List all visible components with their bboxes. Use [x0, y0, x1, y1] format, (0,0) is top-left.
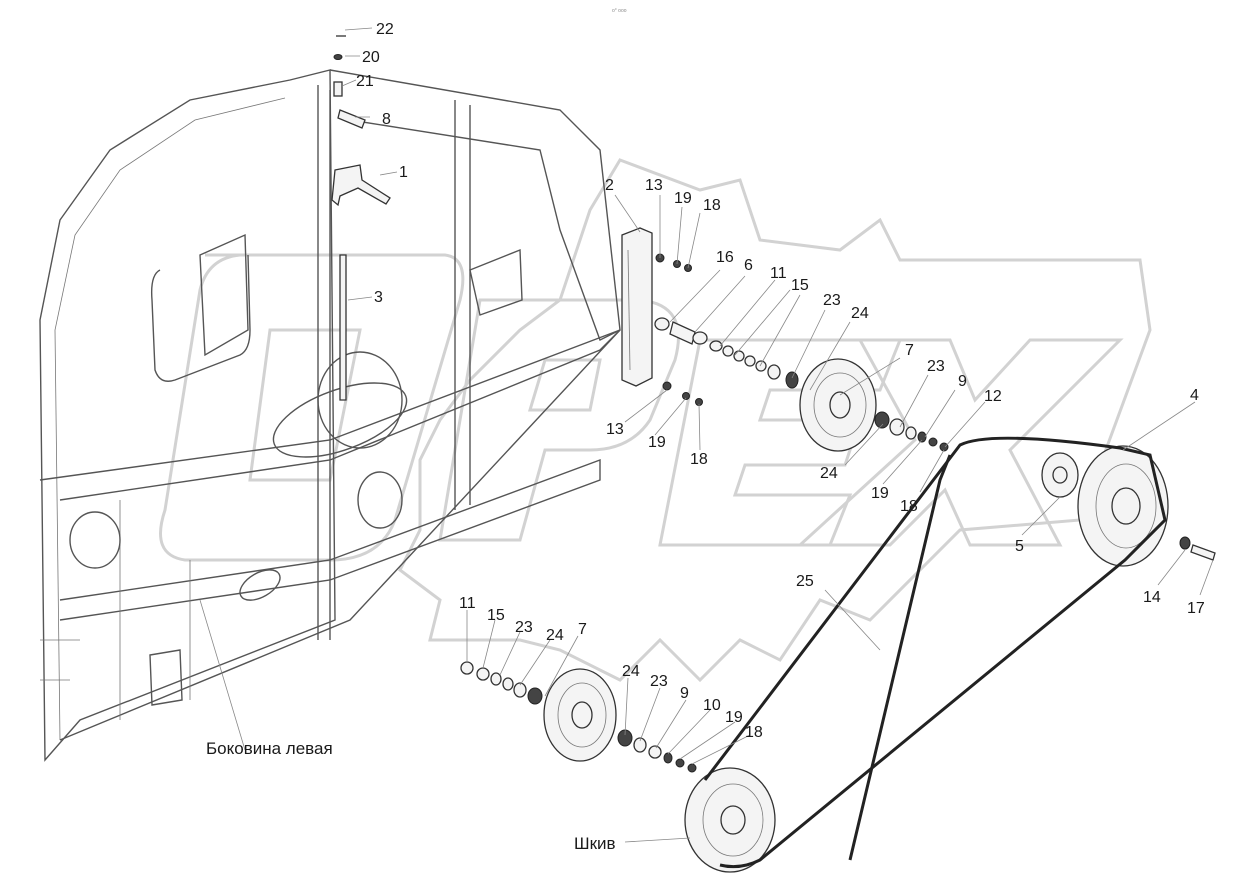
watermark-letter-p — [438, 298, 680, 542]
header-mark: о° ооо — [612, 8, 627, 14]
callout-9-low: 9 — [680, 685, 689, 702]
callout-11-top: 11 — [770, 265, 787, 282]
callout-18-low: 18 — [745, 724, 763, 741]
callout-10: 10 — [703, 697, 721, 714]
bolt-17 — [1190, 544, 1216, 561]
pin-21 — [333, 81, 343, 97]
callout-22: 22 — [376, 21, 394, 38]
callout-21: 21 — [356, 73, 374, 90]
callout-20: 20 — [362, 49, 380, 66]
callout-9-top: 9 — [958, 373, 967, 390]
callout-8: 8 — [382, 111, 391, 128]
callout-23-mid: 23 — [927, 358, 945, 375]
callout-13-top: 13 — [645, 177, 663, 194]
callout-11-low: 11 — [459, 595, 476, 612]
leader-lines — [199, 27, 1214, 843]
callout-19-right: 19 — [871, 485, 889, 502]
callout-18-top: 18 — [703, 197, 721, 214]
callout-13-mid: 13 — [606, 421, 624, 438]
belt-25 — [703, 436, 1167, 869]
callout-24-mid: 24 — [820, 465, 838, 482]
callout-23-top: 23 — [823, 292, 841, 309]
callout-23-low2: 23 — [650, 673, 668, 690]
callout-1: 1 — [399, 164, 408, 181]
bracket-1 — [331, 164, 391, 207]
callout-5: 5 — [1015, 538, 1024, 555]
callout-4: 4 — [1190, 387, 1199, 404]
callout-18-right: 18 — [900, 498, 918, 515]
shaft-parts — [331, 35, 391, 401]
callout-24-low: 24 — [546, 627, 564, 644]
guide-plate-2 — [621, 227, 653, 387]
side-panel-frame — [39, 69, 621, 762]
callout-7-low: 7 — [578, 621, 587, 638]
lower-assembly — [460, 661, 776, 873]
callout-14: 14 — [1143, 589, 1161, 606]
upper-assembly — [621, 227, 1216, 567]
washer-20 — [333, 54, 343, 60]
callout-16: 16 — [716, 249, 734, 266]
caption-side-panel: Боковина левая — [206, 739, 333, 758]
callout-labels: 22 20 21 8 1 3 2 13 19 18 16 6 11 15 23 … — [356, 21, 1205, 741]
callout-2: 2 — [605, 177, 614, 194]
callout-24-low2: 24 — [622, 663, 640, 680]
callout-15-low: 15 — [487, 607, 505, 624]
callout-19-low: 19 — [725, 709, 743, 726]
callout-15-top: 15 — [791, 277, 809, 294]
callout-6: 6 — [744, 257, 753, 274]
callout-19-mid: 19 — [648, 434, 666, 451]
watermark-gear — [398, 158, 1152, 683]
callout-18-mid: 18 — [690, 451, 708, 468]
watermark — [159, 158, 1152, 683]
callout-17: 17 — [1187, 600, 1205, 617]
callout-19-top: 19 — [674, 190, 692, 207]
callout-25: 25 — [796, 573, 814, 590]
pin-8 — [337, 109, 366, 129]
callout-23-low: 23 — [515, 619, 533, 636]
watermark-letter-x — [796, 338, 1124, 547]
callout-12: 12 — [984, 388, 1002, 405]
callout-24-top: 24 — [851, 305, 869, 322]
caption-pulley: Шкив — [574, 834, 616, 853]
callout-7-top: 7 — [905, 342, 914, 359]
rod-3 — [339, 254, 347, 401]
callout-3: 3 — [374, 289, 383, 306]
